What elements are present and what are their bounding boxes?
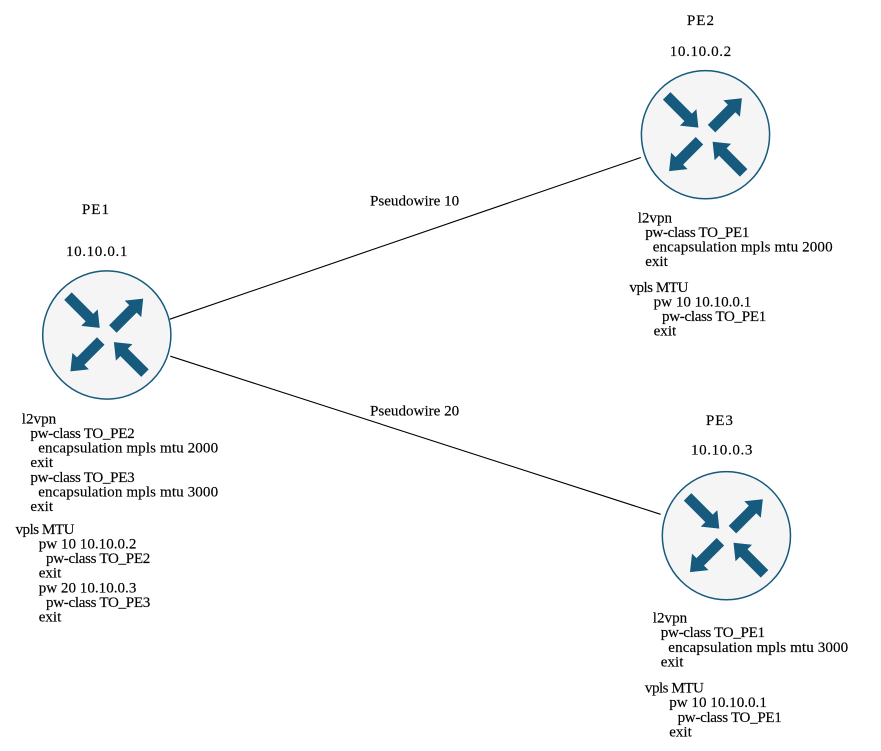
svg-text:pw-class TO_PE3: pw-class TO_PE3 <box>30 470 134 486</box>
svg-text:10.10.0.1: 10.10.0.1 <box>66 244 128 260</box>
svg-text:exit: exit <box>654 324 677 340</box>
svg-text:vpls MTU: vpls MTU <box>16 522 75 538</box>
svg-text:exit: exit <box>30 455 53 471</box>
svg-text:exit: exit <box>39 566 62 582</box>
svg-text:encapsulation mpls mtu 3000: encapsulation mpls mtu 3000 <box>668 640 848 656</box>
svg-text:encapsulation mpls mtu 2000: encapsulation mpls mtu 2000 <box>653 240 833 256</box>
svg-text:PE3: PE3 <box>706 413 734 429</box>
svg-text:pw-class TO_PE1: pw-class TO_PE1 <box>662 309 766 325</box>
svg-text:l2vpn: l2vpn <box>638 210 673 226</box>
svg-text:PE1: PE1 <box>82 202 110 218</box>
svg-text:vpls MTU: vpls MTU <box>629 280 688 296</box>
svg-text:exit: exit <box>645 254 668 270</box>
svg-text:l2vpn: l2vpn <box>653 611 688 627</box>
svg-text:encapsulation mpls mtu 2000: encapsulation mpls mtu 2000 <box>38 441 218 457</box>
svg-text:pw 20 10.10.0.3: pw 20 10.10.0.3 <box>39 580 137 596</box>
svg-text:pw 10 10.10.0.1: pw 10 10.10.0.1 <box>669 695 767 711</box>
svg-text:10.10.0.3: 10.10.0.3 <box>691 443 753 459</box>
svg-text:pw-class TO_PE1: pw-class TO_PE1 <box>645 225 749 241</box>
svg-text:pw-class TO_PE1: pw-class TO_PE1 <box>678 710 782 726</box>
svg-text:PE2: PE2 <box>687 13 715 29</box>
svg-text:l2vpn: l2vpn <box>22 411 57 427</box>
svg-text:pw-class TO_PE3: pw-class TO_PE3 <box>46 595 150 611</box>
svg-text:Pseudowire 10: Pseudowire 10 <box>370 193 459 209</box>
svg-text:Pseudowire 20: Pseudowire 20 <box>370 404 459 420</box>
svg-text:exit: exit <box>39 610 62 626</box>
svg-text:pw 10 10.10.0.2: pw 10 10.10.0.2 <box>39 537 137 553</box>
svg-text:10.10.0.2: 10.10.0.2 <box>670 44 732 60</box>
svg-text:exit: exit <box>661 654 684 670</box>
svg-text:vpls MTU: vpls MTU <box>645 681 704 697</box>
svg-text:pw 10 10.10.0.1: pw 10 10.10.0.1 <box>654 294 752 310</box>
svg-text:pw-class TO_PE2: pw-class TO_PE2 <box>46 551 150 567</box>
svg-text:exit: exit <box>30 499 53 515</box>
svg-text:pw-class TO_PE2: pw-class TO_PE2 <box>30 426 134 442</box>
svg-text:pw-class TO_PE1: pw-class TO_PE1 <box>661 625 765 641</box>
svg-text:exit: exit <box>669 724 692 740</box>
svg-text:encapsulation mpls mtu 3000: encapsulation mpls mtu 3000 <box>38 484 218 500</box>
